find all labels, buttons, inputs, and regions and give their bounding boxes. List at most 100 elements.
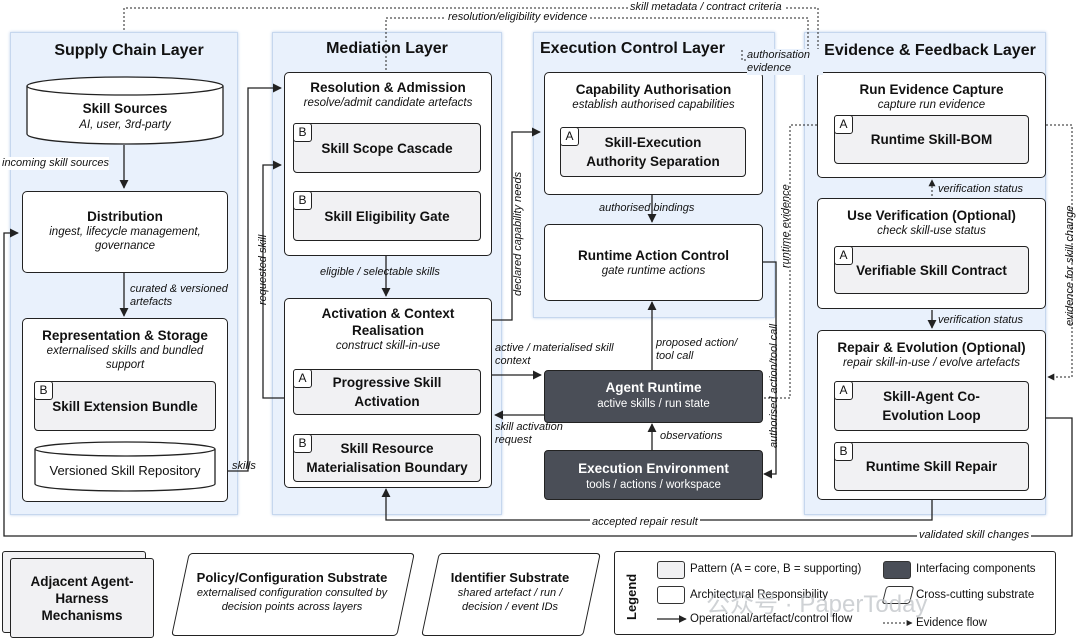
agent-runtime-box: Agent Runtime active skills / run state <box>544 370 763 423</box>
legend-interfacing-label: Interfacing components <box>916 563 1036 575</box>
edge-label-verification-1: verification status <box>938 183 1023 195</box>
legend-box <box>614 551 1056 635</box>
skill-resource-materialisation-title: Skill Resource Materialisation Boundary <box>306 441 468 475</box>
distribution-sub: ingest, lifecycle management, governance <box>49 226 201 252</box>
versioned-skill-repository: Versioned Skill Repository <box>49 463 201 478</box>
legend-interfacing-swatch <box>883 561 911 579</box>
skill-execution-authority-title: Skill-Execution Authority Separation <box>586 135 720 169</box>
distribution-title: Distribution <box>87 209 163 224</box>
legend-pattern-swatch <box>657 561 685 579</box>
capture-title: Run Evidence Capture <box>859 82 1004 97</box>
pattern-tag: A <box>834 115 853 134</box>
edge-label-auth-evidence: authorisation evidence <box>747 49 823 75</box>
pattern-tag: B <box>34 381 53 400</box>
progressive-skill-activation-title: Progressive Skill Activation <box>332 375 442 409</box>
skill-scope-cascade-title: Skill Scope Cascade <box>321 140 453 156</box>
policy-title: Policy/Configuration Substrate <box>196 570 388 585</box>
edge-label-curated: curated & versioned artefacts <box>130 283 228 308</box>
capability-title: Capability Authorisation <box>575 82 732 97</box>
skill-execution-authority: A Skill-Execution Authority Separation <box>560 127 746 177</box>
edge-label-validated: validated skill changes <box>917 529 1032 542</box>
adjacent-mechanisms-box: Adjacent Agent-Harness Mechanisms <box>10 558 154 638</box>
runtime-action-control-box: Runtime Action Control gate runtime acti… <box>544 224 763 301</box>
runtime-skill-repair-title: Runtime Skill Repair <box>865 459 998 474</box>
verifiable-skill-contract-title: Verifiable Skill Contract <box>856 262 1007 278</box>
pattern-tag: A <box>293 369 312 388</box>
edge-label-incoming: incoming skill sources <box>2 157 109 170</box>
repair-sub: repair skill-in-use / evolve artefacts <box>842 357 1021 369</box>
execution-environment-box: Execution Environment tools / actions / … <box>544 450 763 500</box>
pattern-tag: A <box>834 381 853 400</box>
skill-eligibility-gate-title: Skill Eligibility Gate <box>324 208 450 224</box>
edge-label-skills: skills <box>232 460 256 472</box>
legend-flow-arrows <box>657 615 913 626</box>
edge-label-declared: declared capability needs <box>512 171 524 296</box>
legend-evidence-flow-label: Evidence flow <box>916 617 987 629</box>
resolution-title: Resolution & Admission <box>310 80 466 95</box>
skill-extension-bundle-title: Skill Extension Bundle <box>52 398 198 414</box>
edge-label-runtime-evidence: runtime evidence <box>780 184 792 268</box>
supply-layer-title: Supply Chain Layer <box>54 42 204 59</box>
edge-label-requested: requested skill <box>257 234 269 305</box>
skill-agent-coevolution-title: Skill-Agent Co-Evolution Loop <box>882 389 981 423</box>
activation-title: Activation & Context Realisation <box>321 306 455 338</box>
edge-label-evidence-change: evidence for skill change <box>1064 205 1076 326</box>
legend-architectural-swatch <box>657 586 685 604</box>
skill-agent-coevolution: A Skill-Agent Co-Evolution Loop <box>834 381 1029 431</box>
edge-label-resolution-evidence: resolution/eligibility evidence <box>446 11 590 24</box>
verifiable-skill-contract: A Verifiable Skill Contract <box>834 246 1029 294</box>
representation-sub: externalised skills and bundled support <box>46 345 204 371</box>
edge-label-active-context: active / materialised skill context <box>495 342 614 367</box>
pattern-tag: B <box>293 434 312 453</box>
environment-sub: tools / actions / workspace <box>586 479 721 491</box>
activation-sub: construct skill-in-use <box>335 340 441 352</box>
skill-eligibility-gate: B Skill Eligibility Gate <box>293 191 481 241</box>
skill-sources-cylinder <box>26 76 224 145</box>
verification-sub: check skill-use status <box>877 225 986 237</box>
agent-runtime-sub: active skills / run state <box>597 398 710 410</box>
edge-label-verification-2: verification status <box>938 314 1023 326</box>
progressive-skill-activation: A Progressive Skill Activation <box>293 369 481 415</box>
edge-label-accepted: accepted repair result <box>590 516 700 529</box>
skill-resource-materialisation: B Skill Resource Materialisation Boundar… <box>293 434 481 482</box>
edge-label-activation-request: skill activation request <box>495 421 563 446</box>
skill-scope-cascade: B Skill Scope Cascade <box>293 123 481 173</box>
pattern-tag: A <box>560 127 579 146</box>
runtime-skill-bom: A Runtime Skill-BOM <box>834 115 1029 164</box>
runtime-control-sub: gate runtime actions <box>601 265 706 277</box>
policy-substrate: Policy/Configuration Substrate externali… <box>180 569 404 614</box>
legend-architectural-label: Architectural Responsibility <box>690 589 829 601</box>
edge-label-metadata: skill metadata / contract criteria <box>628 1 784 14</box>
legend-crosscutting-label: Cross-cutting substrate <box>916 589 1035 601</box>
verification-title: Use Verification (Optional) <box>847 208 1016 223</box>
skill-sources-title: Skill Sources <box>82 101 168 116</box>
skill-sources: Skill Sources AI, user, 3rd-party <box>26 100 224 132</box>
identifier-title: Identifier Substrate <box>450 570 570 585</box>
edge-label-eligible: eligible / selectable skills <box>320 266 440 278</box>
adjacent-mechanisms-title: Adjacent Agent-Harness Mechanisms <box>30 573 134 623</box>
agent-runtime-title: Agent Runtime <box>605 380 702 395</box>
edge-label-bindings: authorised bindings <box>599 202 695 214</box>
skill-extension-bundle: B Skill Extension Bundle <box>34 381 216 431</box>
pattern-tag: B <box>834 442 853 461</box>
evidence-layer-title: Evidence & Feedback Layer <box>824 42 1036 59</box>
runtime-skill-repair: B Runtime Skill Repair <box>834 442 1029 491</box>
representation-title: Representation & Storage <box>42 328 208 343</box>
resolution-sub: resolve/admit candidate artefacts <box>303 97 473 109</box>
mediation-layer-title: Mediation Layer <box>326 40 448 57</box>
watermark: 公众号 · PaperToday <box>706 591 928 618</box>
repository-cylinder <box>34 441 216 492</box>
environment-title: Execution Environment <box>578 461 729 476</box>
runtime-skill-bom-title: Runtime Skill-BOM <box>870 132 993 147</box>
edge-label-observations: observations <box>660 430 723 442</box>
policy-sub: externalised configuration consulted by … <box>196 587 388 613</box>
legend-pattern-label: Pattern (A = core, B = supporting) <box>690 563 862 575</box>
identifier-sub: shared artefact / run / decision / event… <box>457 587 563 613</box>
edge-label-proposed: proposed action/ tool call <box>656 337 738 362</box>
repair-title: Repair & Evolution (Optional) <box>837 340 1026 355</box>
capability-sub: establish authorised capabilities <box>572 99 735 111</box>
legend-operational-label: Operational/artefact/control flow <box>690 613 853 625</box>
identifier-substrate: Identifier Substrate shared artefact / r… <box>430 569 590 614</box>
skill-sources-sub: AI, user, 3rd-party <box>79 119 171 131</box>
